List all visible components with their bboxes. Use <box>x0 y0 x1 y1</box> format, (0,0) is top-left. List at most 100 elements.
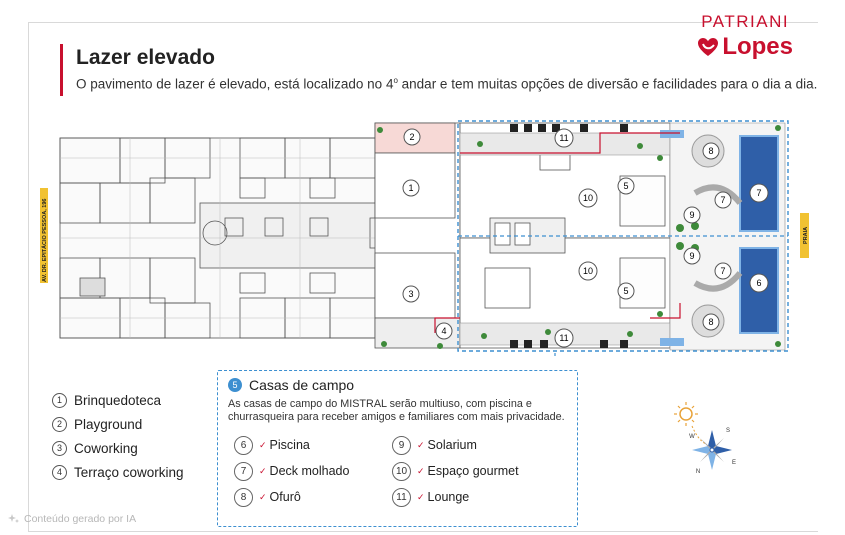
casas-number-badge: 5 <box>228 378 242 392</box>
svg-text:1: 1 <box>408 183 413 193</box>
page-title: Lazer elevado <box>76 46 215 69</box>
compass-e: E <box>732 460 736 466</box>
amenity-number: 6 <box>234 435 253 455</box>
brand-name-top: PATRIANI <box>701 12 790 31</box>
street-right-label: PRAIA <box>803 227 809 244</box>
svg-text:11: 11 <box>559 333 568 343</box>
svg-text:8: 8 <box>708 317 713 327</box>
marker-7c: 7 <box>714 262 732 280</box>
check-icon: ✓ <box>259 465 267 476</box>
pool-area <box>660 122 786 351</box>
svg-text:10: 10 <box>583 193 593 203</box>
casas-description: As casas de campo do MISTRAL serão multi… <box>228 398 565 423</box>
svg-text:9: 9 <box>689 251 694 261</box>
marker-9a: 9 <box>683 206 701 224</box>
subtitle-superscript: o <box>393 76 398 85</box>
amenity-label: Lounge <box>427 490 470 504</box>
amenity-item: 7✓Deck molhado <box>234 461 392 481</box>
content-frame <box>28 22 818 532</box>
marker-10b: 10 <box>578 261 598 281</box>
marker-2: 2 <box>403 128 421 146</box>
casas-amenities: 6✓Piscina 9✓Solarium 7✓Deck molhado 10✓E… <box>234 435 564 507</box>
street-left-band <box>40 188 48 283</box>
subtitle-part-1: O pavimento de lazer é elevado, está loc… <box>76 76 394 92</box>
amenity-number: 9 <box>392 435 411 455</box>
amenity-label: Deck molhado <box>269 464 350 478</box>
brand-lockup: Lopes <box>697 33 793 61</box>
street-right-band <box>800 213 809 258</box>
lounge-furniture <box>510 124 628 348</box>
amenity-label: Solarium <box>427 438 477 452</box>
marker-5a: 5 <box>617 177 635 195</box>
marker-11a: 11 <box>554 128 574 148</box>
brand-logo: PATRIANI Lopes <box>697 12 793 61</box>
marker-6: 6 <box>749 273 769 293</box>
casas-de-campo-panel: 5 Casas de campo As casas de campo do MI… <box>217 370 578 527</box>
subtitle-part-2: andar e tem muitas opções de diversão e … <box>397 76 818 92</box>
amenity-number: 11 <box>392 487 411 507</box>
casas-title: Casas de campo <box>249 377 355 393</box>
amenity-label: Espaço gourmet <box>427 464 519 478</box>
marker-3: 3 <box>402 285 420 303</box>
marker-7a: 7 <box>749 183 769 203</box>
marker-4: 4 <box>435 322 453 340</box>
floor-plan: AV. DR. EPITÁCIO PESSOA, 196 PRAIA <box>40 120 809 356</box>
svg-text:2: 2 <box>409 132 414 142</box>
ai-generated-note: Conteúdo gerado por IA <box>8 513 136 525</box>
legend-label: Terraço coworking <box>74 464 184 480</box>
marker-1: 1 <box>402 179 420 197</box>
svg-text:4: 4 <box>441 326 446 336</box>
casas-outline <box>457 120 789 352</box>
legend-item: 3 Coworking <box>52 436 184 460</box>
compass-w: W <box>689 434 695 440</box>
legend-number: 1 <box>52 392 67 408</box>
svg-text:7: 7 <box>756 188 761 198</box>
legend-number: 4 <box>52 464 67 480</box>
marker-8b: 8 <box>702 313 720 331</box>
compass-icon: N S E W <box>674 402 736 475</box>
plan-markers: 1 2 3 4 5 5 6 7 7 7 8 8 9 9 10 10 11 11 <box>402 128 769 348</box>
svg-text:5: 5 <box>623 286 628 296</box>
legend-label: Coworking <box>74 440 138 456</box>
legend-number: 2 <box>52 416 67 432</box>
sun-icon <box>674 402 698 426</box>
amenity-item: 10✓Espaço gourmet <box>392 461 552 481</box>
marker-5b: 5 <box>617 282 635 300</box>
route-lines <box>434 132 681 333</box>
svg-text:11: 11 <box>559 133 568 143</box>
amenity-number: 8 <box>234 487 253 507</box>
amenity-number: 10 <box>392 461 411 481</box>
amenity-item: 8✓Ofurô <box>234 487 392 507</box>
street-left-label: AV. DR. EPITÁCIO PESSOA, 196 <box>41 199 48 282</box>
ai-generated-text: Conteúdo gerado por IA <box>24 513 137 525</box>
heart-icon <box>698 38 719 56</box>
svg-text:8: 8 <box>708 146 713 156</box>
sparkle-icon <box>8 514 19 523</box>
title-accent-bar <box>60 44 63 96</box>
legend-item: 2 Playground <box>52 412 184 436</box>
amenity-label: Piscina <box>269 438 310 452</box>
amenity-item: 9 ✓Solarium <box>392 435 552 455</box>
svg-text:10: 10 <box>583 266 593 276</box>
legend-number: 3 <box>52 440 67 456</box>
legend-item: 1 Brinquedoteca <box>52 388 184 412</box>
marker-9b: 9 <box>683 247 701 265</box>
legend-label: Brinquedoteca <box>74 392 162 408</box>
svg-text:7: 7 <box>720 195 725 205</box>
page-subtitle: O pavimento de lazer é elevado, está loc… <box>76 76 817 92</box>
svg-text:6: 6 <box>756 278 761 288</box>
svg-text:9: 9 <box>689 210 694 220</box>
compass-rose <box>692 430 732 470</box>
residential-gridlines <box>60 138 375 338</box>
check-icon: ✓ <box>259 439 267 450</box>
svg-text:3: 3 <box>408 289 413 299</box>
casas-header: 5 Casas de campo <box>228 377 354 393</box>
legend-label: Playground <box>74 416 143 432</box>
marker-7b: 7 <box>714 191 732 209</box>
legend-item: 4 Terraço coworking <box>52 460 184 484</box>
amenity-item: 6 ✓Piscina <box>234 435 392 455</box>
brand-name-bottom: Lopes <box>722 33 793 60</box>
compass-n: N <box>696 469 700 475</box>
check-icon: ✓ <box>417 439 425 450</box>
